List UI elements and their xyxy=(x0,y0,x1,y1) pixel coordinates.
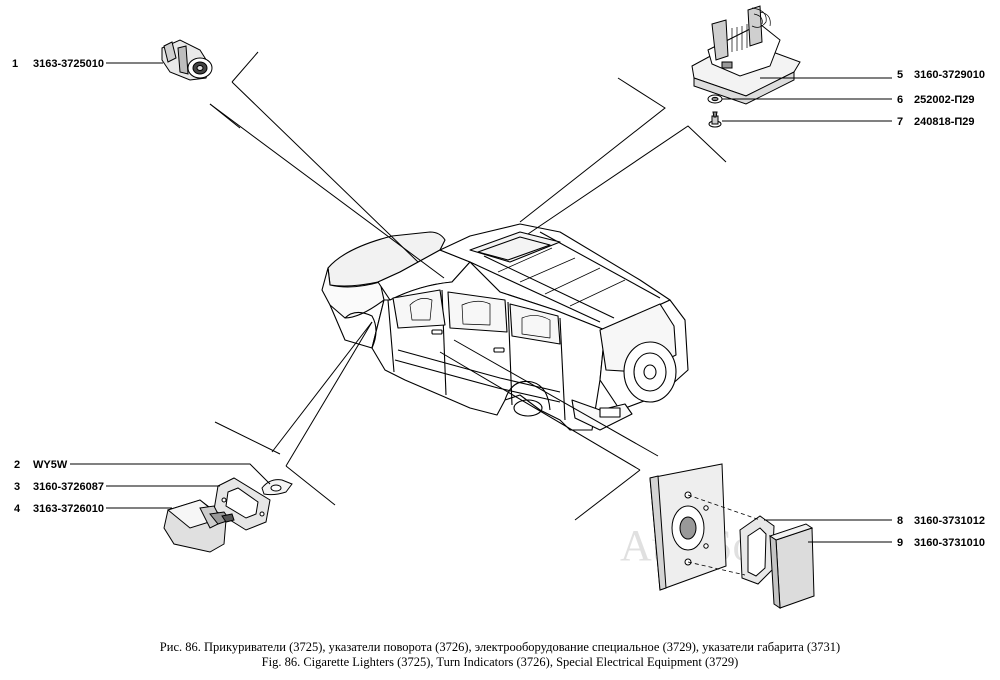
part-side-marker-lamp xyxy=(768,523,815,609)
callout-number: 2 xyxy=(14,459,20,471)
callout-4: 4 3163-3726010 xyxy=(14,503,172,515)
part-screw xyxy=(708,111,722,128)
callout-part-code: 3160-3729010 xyxy=(914,69,985,81)
figure-caption-russian: Рис. 86. Прикуриватели (3725), указатели… xyxy=(159,640,841,654)
part-roof-module xyxy=(691,5,801,105)
callout-2: 2 WY5W xyxy=(14,459,271,485)
part-lamp-bracket xyxy=(649,463,727,591)
callouts: 1 3163-3725010 2 WY5W 3 3160-3726087 4 3… xyxy=(12,58,985,549)
callout-number: 7 xyxy=(897,116,903,128)
callout-number: 5 xyxy=(897,69,903,81)
callout-number: 9 xyxy=(897,537,903,549)
callout-leader xyxy=(70,463,271,485)
callout-3: 3 3160-3726087 xyxy=(14,481,220,493)
callout-number: 4 xyxy=(14,503,21,515)
callout-6: 6 252002-П29 xyxy=(722,94,975,106)
callout-9: 9 3160-3731010 xyxy=(808,537,985,549)
callout-number: 6 xyxy=(897,94,903,106)
callout-part-code: 3160-3726087 xyxy=(33,481,104,493)
part-cigarette-lighter xyxy=(161,39,213,81)
callout-part-code: 3163-3726010 xyxy=(33,503,104,515)
callout-number: 1 xyxy=(12,58,18,70)
part-washer xyxy=(707,94,723,104)
explode-guides xyxy=(687,494,761,576)
callout-1: 1 3163-3725010 xyxy=(12,58,163,70)
callout-number: 8 xyxy=(897,515,903,527)
leader-lines xyxy=(209,51,727,521)
callout-part-code: 240818-П29 xyxy=(914,116,975,128)
callout-number: 3 xyxy=(14,481,20,493)
callout-part-code: 252002-П29 xyxy=(914,94,975,106)
part-bulb xyxy=(261,479,293,496)
callout-part-code: 3160-3731010 xyxy=(914,537,985,549)
figure-caption-english: Fig. 86. Cigarette Lighters (3725), Turn… xyxy=(261,655,739,669)
part-lamp-gasket xyxy=(739,515,775,585)
callout-part-code: 3163-3725010 xyxy=(33,58,104,70)
part-turn-indicator xyxy=(163,499,235,553)
callout-5: 5 3160-3729010 xyxy=(760,69,985,81)
callout-part-code: WY5W xyxy=(33,459,68,471)
callout-8: 8 3160-3731012 xyxy=(764,515,985,527)
callout-part-code: 3160-3731012 xyxy=(914,515,985,527)
vehicle-illustration xyxy=(321,223,689,431)
callout-7: 7 240818-П29 xyxy=(722,116,975,128)
